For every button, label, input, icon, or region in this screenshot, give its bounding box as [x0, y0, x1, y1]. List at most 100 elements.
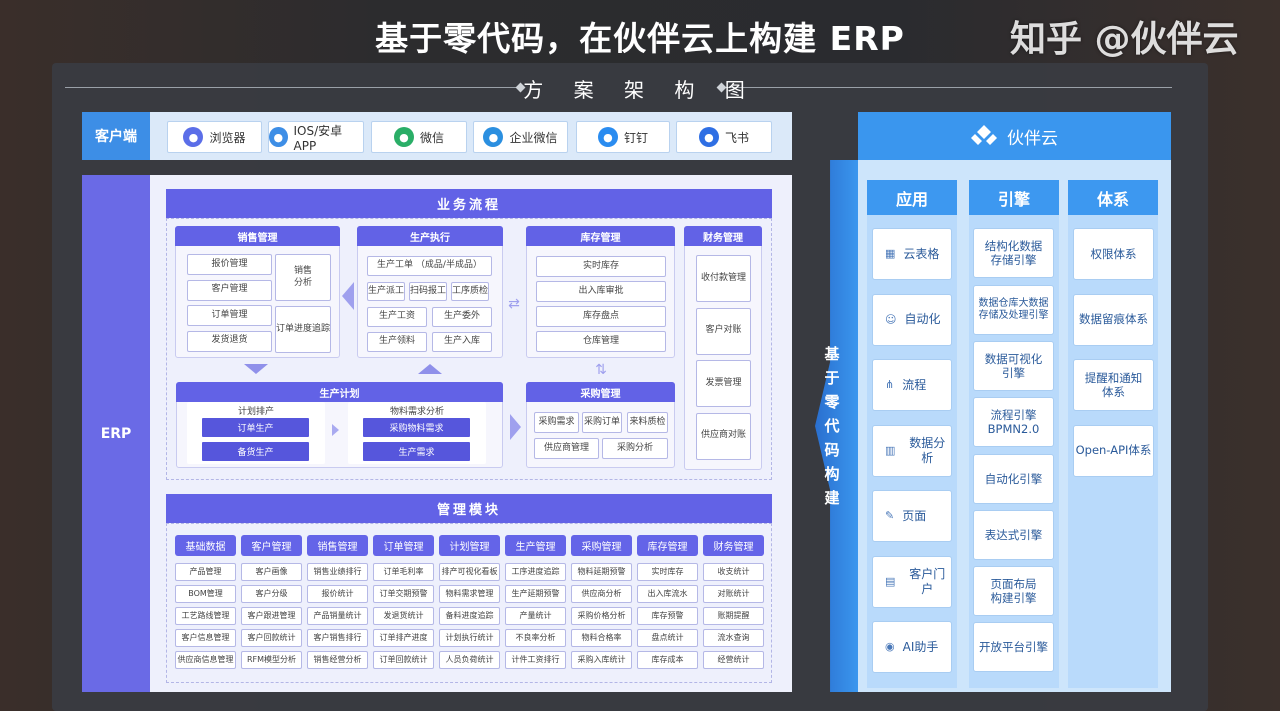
system-item[interactable]: 权限体系 [1073, 228, 1154, 280]
module-item[interactable]: 物料延期预警 [571, 563, 632, 581]
purchase-item[interactable]: 来料质检 [627, 412, 668, 433]
module-header[interactable]: 基础数据 [175, 535, 236, 556]
module-header[interactable]: 库存管理 [637, 535, 698, 556]
engine-item[interactable]: 表达式引擎 [973, 510, 1054, 560]
module-item[interactable]: 收支统计 [703, 563, 764, 581]
module-item[interactable]: 盘点统计 [637, 629, 698, 647]
plan-item[interactable]: 生产需求 [363, 442, 470, 461]
production-item[interactable]: 生产领料 [367, 332, 427, 352]
inventory-item[interactable]: 仓库管理 [536, 331, 666, 352]
purchase-item[interactable]: 供应商管理 [534, 438, 599, 459]
engine-item[interactable]: 流程引擎 BPMN2.0 [973, 397, 1054, 447]
finance-item[interactable]: 收付款管理 [696, 255, 751, 302]
module-item[interactable]: 账期提醒 [703, 607, 764, 625]
client-wechat[interactable]: ●微信 [371, 121, 467, 153]
module-item[interactable]: 工序进度追踪 [505, 563, 566, 581]
purchase-item[interactable]: 采购分析 [602, 438, 668, 459]
sales-item[interactable]: 销售 分析 [275, 254, 331, 301]
engine-item[interactable]: 页面布局 构建引擎 [973, 566, 1054, 616]
engine-item[interactable]: 开放平台引擎 [973, 622, 1054, 672]
production-item[interactable]: 扫码报工 [409, 282, 447, 301]
engine-item[interactable]: 结构化数据 存储引擎 [973, 228, 1054, 278]
inventory-item[interactable]: 库存盘点 [536, 306, 666, 327]
plan-item[interactable]: 备货生产 [202, 442, 309, 461]
app-item[interactable]: ☺自动化 [872, 293, 952, 346]
engine-item[interactable]: 数据可视化 引擎 [973, 341, 1054, 391]
module-header[interactable]: 客户管理 [241, 535, 302, 556]
module-item[interactable]: 客户分级 [241, 585, 302, 603]
module-item[interactable]: 客户回款统计 [241, 629, 302, 647]
app-item[interactable]: ▤客户门户 [872, 555, 952, 608]
app-item[interactable]: ◉AI助手 [872, 621, 952, 673]
production-item[interactable]: 生产工单 （成品/半成品） [367, 256, 492, 276]
module-item[interactable]: 排产可视化看板 [439, 563, 500, 581]
module-item[interactable]: 客户信息管理 [175, 629, 236, 647]
finance-item[interactable]: 客户对账 [696, 307, 751, 355]
sales-item[interactable]: 发货退货 [187, 330, 272, 352]
app-item[interactable]: ⋔流程 [872, 359, 952, 411]
module-item[interactable]: RFM模型分析 [241, 651, 302, 669]
engine-item[interactable]: 自动化引擎 [973, 454, 1054, 504]
module-item[interactable]: 工艺路线管理 [175, 607, 236, 625]
inventory-item[interactable]: 实时库存 [536, 256, 666, 277]
module-item[interactable]: 采购价格分析 [571, 607, 632, 625]
module-header[interactable]: 财务管理 [703, 535, 764, 556]
engine-item[interactable]: 数据仓库大数据 存储及处理引擎 [973, 285, 1054, 335]
sales-item[interactable]: 报价管理 [187, 254, 272, 275]
app-item[interactable]: ▦云表格 [872, 228, 952, 280]
module-header[interactable]: 生产管理 [505, 535, 566, 556]
system-item[interactable]: Open-API体系 [1073, 424, 1154, 477]
client-compass[interactable]: ●浏览器 [167, 121, 262, 153]
purchase-item[interactable]: 采购需求 [534, 412, 579, 433]
module-item[interactable]: 生产延期预警 [505, 585, 566, 603]
inventory-item[interactable]: 出入库审批 [536, 281, 666, 302]
module-header[interactable]: 采购管理 [571, 535, 632, 556]
module-item[interactable]: 产量统计 [505, 607, 566, 625]
module-item[interactable]: 计件工资排行 [505, 651, 566, 669]
module-item[interactable]: 对账统计 [703, 585, 764, 603]
module-item[interactable]: 供应商信息管理 [175, 651, 236, 669]
plan-item[interactable]: 订单生产 [202, 418, 309, 437]
system-item[interactable]: 数据留痕体系 [1073, 293, 1154, 346]
module-item[interactable]: 经营统计 [703, 651, 764, 669]
module-item[interactable]: 客户销售排行 [307, 629, 368, 647]
module-item[interactable]: 供应商分析 [571, 585, 632, 603]
system-item[interactable]: 提醒和通知 体系 [1073, 359, 1154, 411]
module-header[interactable]: 计划管理 [439, 535, 500, 556]
sales-item[interactable]: 客户管理 [187, 279, 272, 301]
client-feishu[interactable]: ●飞书 [676, 121, 772, 153]
module-item[interactable]: 采购入库统计 [571, 651, 632, 669]
finance-item[interactable]: 供应商对账 [696, 412, 751, 460]
module-item[interactable]: 报价统计 [307, 585, 368, 603]
module-item[interactable]: 物料合格率 [571, 629, 632, 647]
module-item[interactable]: 计划执行统计 [439, 629, 500, 647]
plan-item[interactable]: 采购物料需求 [363, 418, 470, 437]
module-item[interactable]: 备料进度追踪 [439, 607, 500, 625]
client-wecom[interactable]: ●企业微信 [473, 121, 568, 153]
module-item[interactable]: 库存成本 [637, 651, 698, 669]
production-item[interactable]: 工序质检 [451, 282, 489, 301]
module-header[interactable]: 订单管理 [373, 535, 434, 556]
module-item[interactable]: 销售经营分析 [307, 651, 368, 669]
module-item[interactable]: 出入库流水 [637, 585, 698, 603]
purchase-item[interactable]: 采购订单 [582, 412, 622, 433]
sales-item[interactable]: 订单管理 [187, 305, 272, 326]
sales-item[interactable]: 订单进度追踪 [275, 306, 331, 353]
module-item[interactable]: 产品销量统计 [307, 607, 368, 625]
production-item[interactable]: 生产委外 [432, 307, 492, 327]
module-item[interactable]: 物料需求管理 [439, 585, 500, 603]
module-item[interactable]: 销售业绩排行 [307, 563, 368, 581]
module-item[interactable]: 发退货统计 [373, 607, 434, 625]
production-item[interactable]: 生产工资 [367, 307, 427, 327]
app-item[interactable]: ▥数据分析 [872, 424, 952, 477]
module-item[interactable]: 订单排产进度 [373, 629, 434, 647]
module-item[interactable]: 库存预警 [637, 607, 698, 625]
module-header[interactable]: 销售管理 [307, 535, 368, 556]
finance-item[interactable]: 发票管理 [696, 360, 751, 407]
module-item[interactable]: 客户画像 [241, 563, 302, 581]
app-item[interactable]: ✎页面 [872, 490, 952, 542]
module-item[interactable]: 实时库存 [637, 563, 698, 581]
module-item[interactable]: 不良率分析 [505, 629, 566, 647]
production-item[interactable]: 生产入库 [432, 332, 492, 352]
module-item[interactable]: 产品管理 [175, 563, 236, 581]
